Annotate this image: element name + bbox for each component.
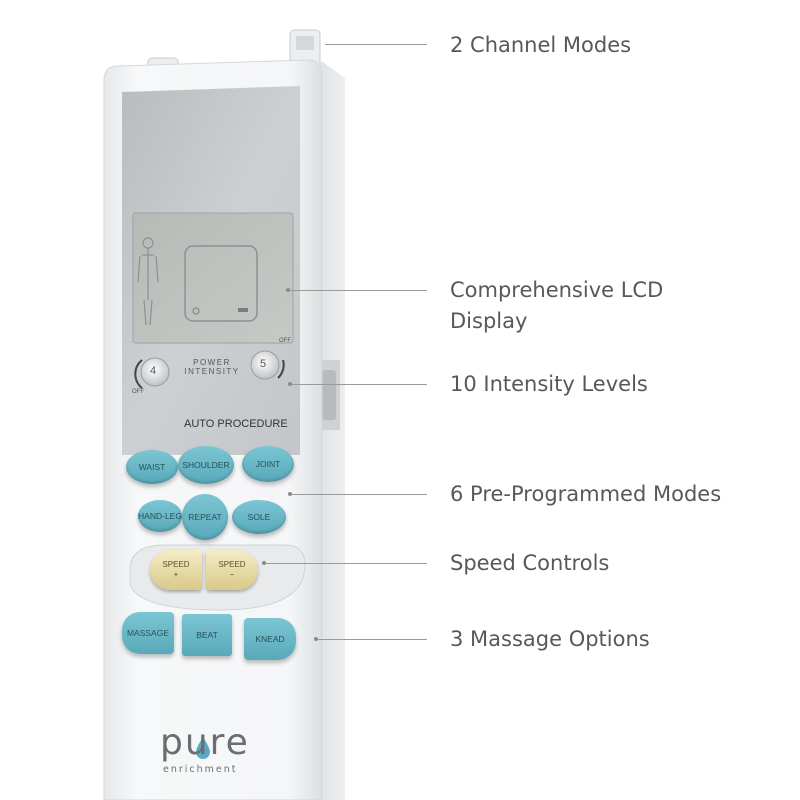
speed-down-button[interactable]: SPEED − (206, 550, 258, 590)
lcd-battery-icon (238, 308, 248, 312)
off-label-left: OFF (132, 389, 144, 395)
sole-button[interactable]: SOLE (232, 500, 286, 534)
repeat-button[interactable]: REPEAT (182, 494, 228, 540)
speed-up-sign: + (173, 570, 179, 579)
callout-speed: Speed Controls (450, 551, 610, 575)
brand-subtitle: enrichment (163, 764, 238, 775)
lcd-screen (132, 212, 294, 344)
power-label: POWER (193, 358, 231, 367)
hand-leg-button[interactable]: HAND-LEG (138, 500, 182, 532)
auto-procedure-label: AUTO PROCEDURE (184, 418, 288, 430)
off-label-right: OFF (279, 338, 291, 344)
power-intensity-label: POWER INTENSITY (172, 358, 252, 376)
callout-line-speed (266, 563, 427, 564)
joint-button[interactable]: JOINT (242, 446, 294, 482)
intensity-knob-left[interactable] (134, 357, 170, 389)
knob-left-value: 4 (150, 365, 157, 377)
lcd-frame-icon (184, 245, 258, 322)
callout-channel-modes: 2 Channel Modes (450, 33, 632, 57)
callout-dot-speed (262, 561, 266, 565)
callout-lcd-line1: Comprehensive LCD (450, 278, 664, 302)
callout-line-intensity (292, 384, 427, 385)
body-figure-icon (137, 237, 159, 326)
shoulder-button[interactable]: SHOULDER (178, 446, 234, 484)
waist-button[interactable]: WAIST (126, 450, 178, 484)
speed-down-sign: − (229, 570, 235, 579)
speed-up-button[interactable]: SPEED + (150, 550, 202, 590)
speed-down-label: SPEED (218, 560, 246, 569)
callout-modes: 6 Pre-Programmed Modes (450, 482, 722, 506)
intensity-label: INTENSITY (184, 367, 240, 376)
callout-line-channel (325, 44, 427, 45)
callout-lcd-line2: Display (450, 309, 528, 333)
knead-button[interactable]: KNEAD (244, 618, 296, 660)
callout-dot-intensity (288, 382, 292, 386)
speed-up-label: SPEED (162, 560, 190, 569)
knob-right-value: 5 (260, 358, 267, 370)
brand-logo: pure (160, 722, 250, 763)
beat-button[interactable]: BEAT (182, 614, 232, 656)
water-drop-icon (196, 737, 210, 759)
massage-button[interactable]: MASSAGE (122, 612, 174, 654)
callout-dot-lcd (286, 288, 290, 292)
lcd-status-icon (192, 307, 200, 315)
intensity-knob-right[interactable] (250, 350, 285, 380)
callout-intensity: 10 Intensity Levels (450, 372, 648, 396)
callout-line-modes (292, 494, 427, 495)
callout-dot-modes (288, 492, 292, 496)
callout-line-massage (318, 639, 427, 640)
callout-massage: 3 Massage Options (450, 627, 650, 651)
callout-dot-massage (314, 637, 318, 641)
callout-line-lcd (290, 290, 427, 291)
